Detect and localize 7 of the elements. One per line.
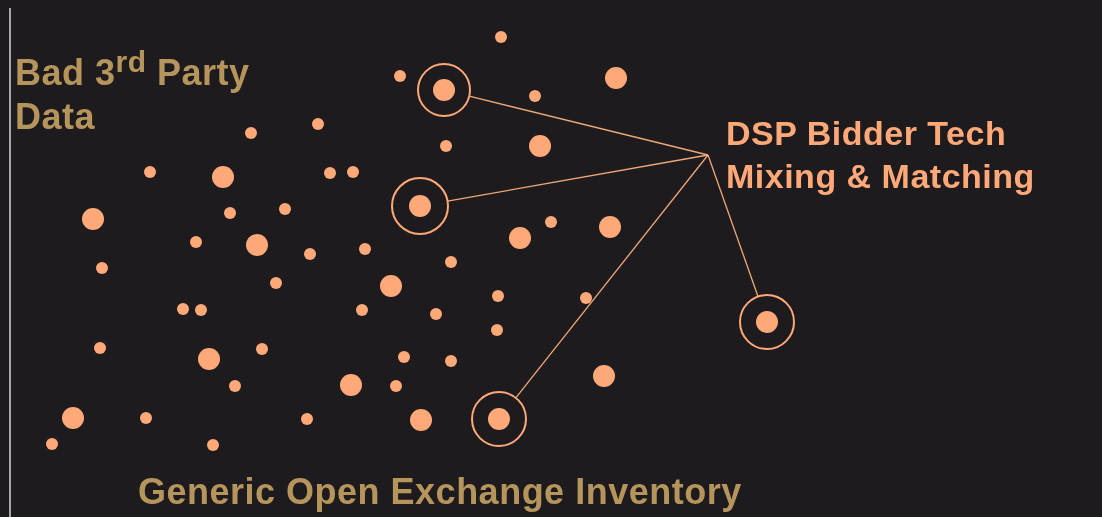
callout-label: DSP Bidder Tech Mixing & Matching bbox=[726, 113, 1036, 197]
connector-line bbox=[468, 95, 709, 156]
connector-line bbox=[446, 154, 709, 202]
connector-line bbox=[707, 154, 759, 298]
heading: Bad 3$^{rd}$ Party Data bbox=[15, 44, 251, 139]
footer-caption: Generic Open Exchange Inventory bbox=[138, 470, 742, 514]
connector-line bbox=[515, 154, 709, 399]
